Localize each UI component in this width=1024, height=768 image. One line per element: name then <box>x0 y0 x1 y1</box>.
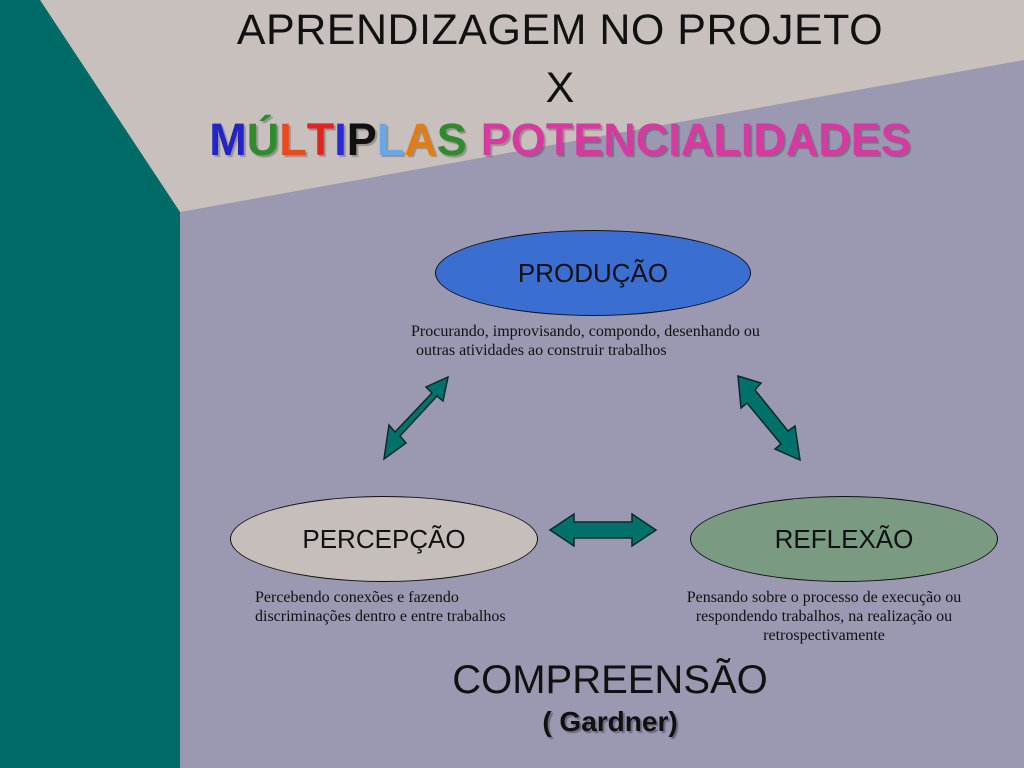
gardner-citation: ( Gardner) <box>542 706 678 737</box>
reflexao-desc-line-1: Pensando sobre o processo de execução ou <box>686 589 962 606</box>
double-arrow-percepcao-reflexao <box>548 512 658 548</box>
title-letter: A <box>404 114 437 165</box>
title-letter: P <box>346 114 377 165</box>
double-arrow-producao-percepcao <box>382 375 450 461</box>
title-line-2: X <box>545 64 575 112</box>
percepcao-label: PERCEPÇÃO <box>302 523 466 554</box>
producao-node: PRODUÇÃO <box>435 230 751 316</box>
percepcao-desc-line-2: discriminações dentro e entre trabalhos <box>255 608 506 625</box>
compreensao-label: COMPREENSÃO <box>452 658 768 702</box>
percepcao-node: PERCEPÇÃO <box>230 496 538 582</box>
percepcao-desc-line-1: Percebendo conexões e fazendo <box>255 589 459 606</box>
producao-description: Procurando, improvisando, compondo, dese… <box>411 322 760 360</box>
title-letter: M <box>209 114 247 165</box>
potencialidades-word: POTENCIALIDADES <box>480 114 911 165</box>
multiple-word: MÚLTIPLAS <box>209 114 467 165</box>
title-letter: S <box>436 114 467 165</box>
title-letter: Ú <box>246 114 280 165</box>
producao-label: PRODUÇÃO <box>517 257 669 288</box>
reflexao-node: REFLEXÃO <box>690 496 998 582</box>
title-letter: I <box>334 114 347 165</box>
producao-desc-line-2: outras atividades ao construir trabalhos <box>416 342 667 359</box>
title-letter: T <box>306 114 335 165</box>
producao-desc-line-1: Procurando, improvisando, compondo, dese… <box>411 323 760 340</box>
double-arrow-producao-reflexao <box>737 374 801 462</box>
reflexao-label: REFLEXÃO <box>774 523 914 554</box>
title-line-1: APRENDIZAGEM NO PROJETO <box>236 6 884 54</box>
percepcao-description: Percebendo conexões e fazendo discrimina… <box>255 588 506 626</box>
reflexao-desc-line-2: respondendo trabalhos, na realização ou <box>695 608 953 625</box>
title-letter: L <box>376 114 405 165</box>
teal-left-band <box>0 0 180 768</box>
title-letter: L <box>279 114 307 165</box>
reflexao-desc-line-3: retrospectivamente <box>763 627 885 644</box>
reflexao-description: Pensando sobre o processo de execução ou… <box>668 588 980 645</box>
top-gray-band <box>0 0 1024 212</box>
